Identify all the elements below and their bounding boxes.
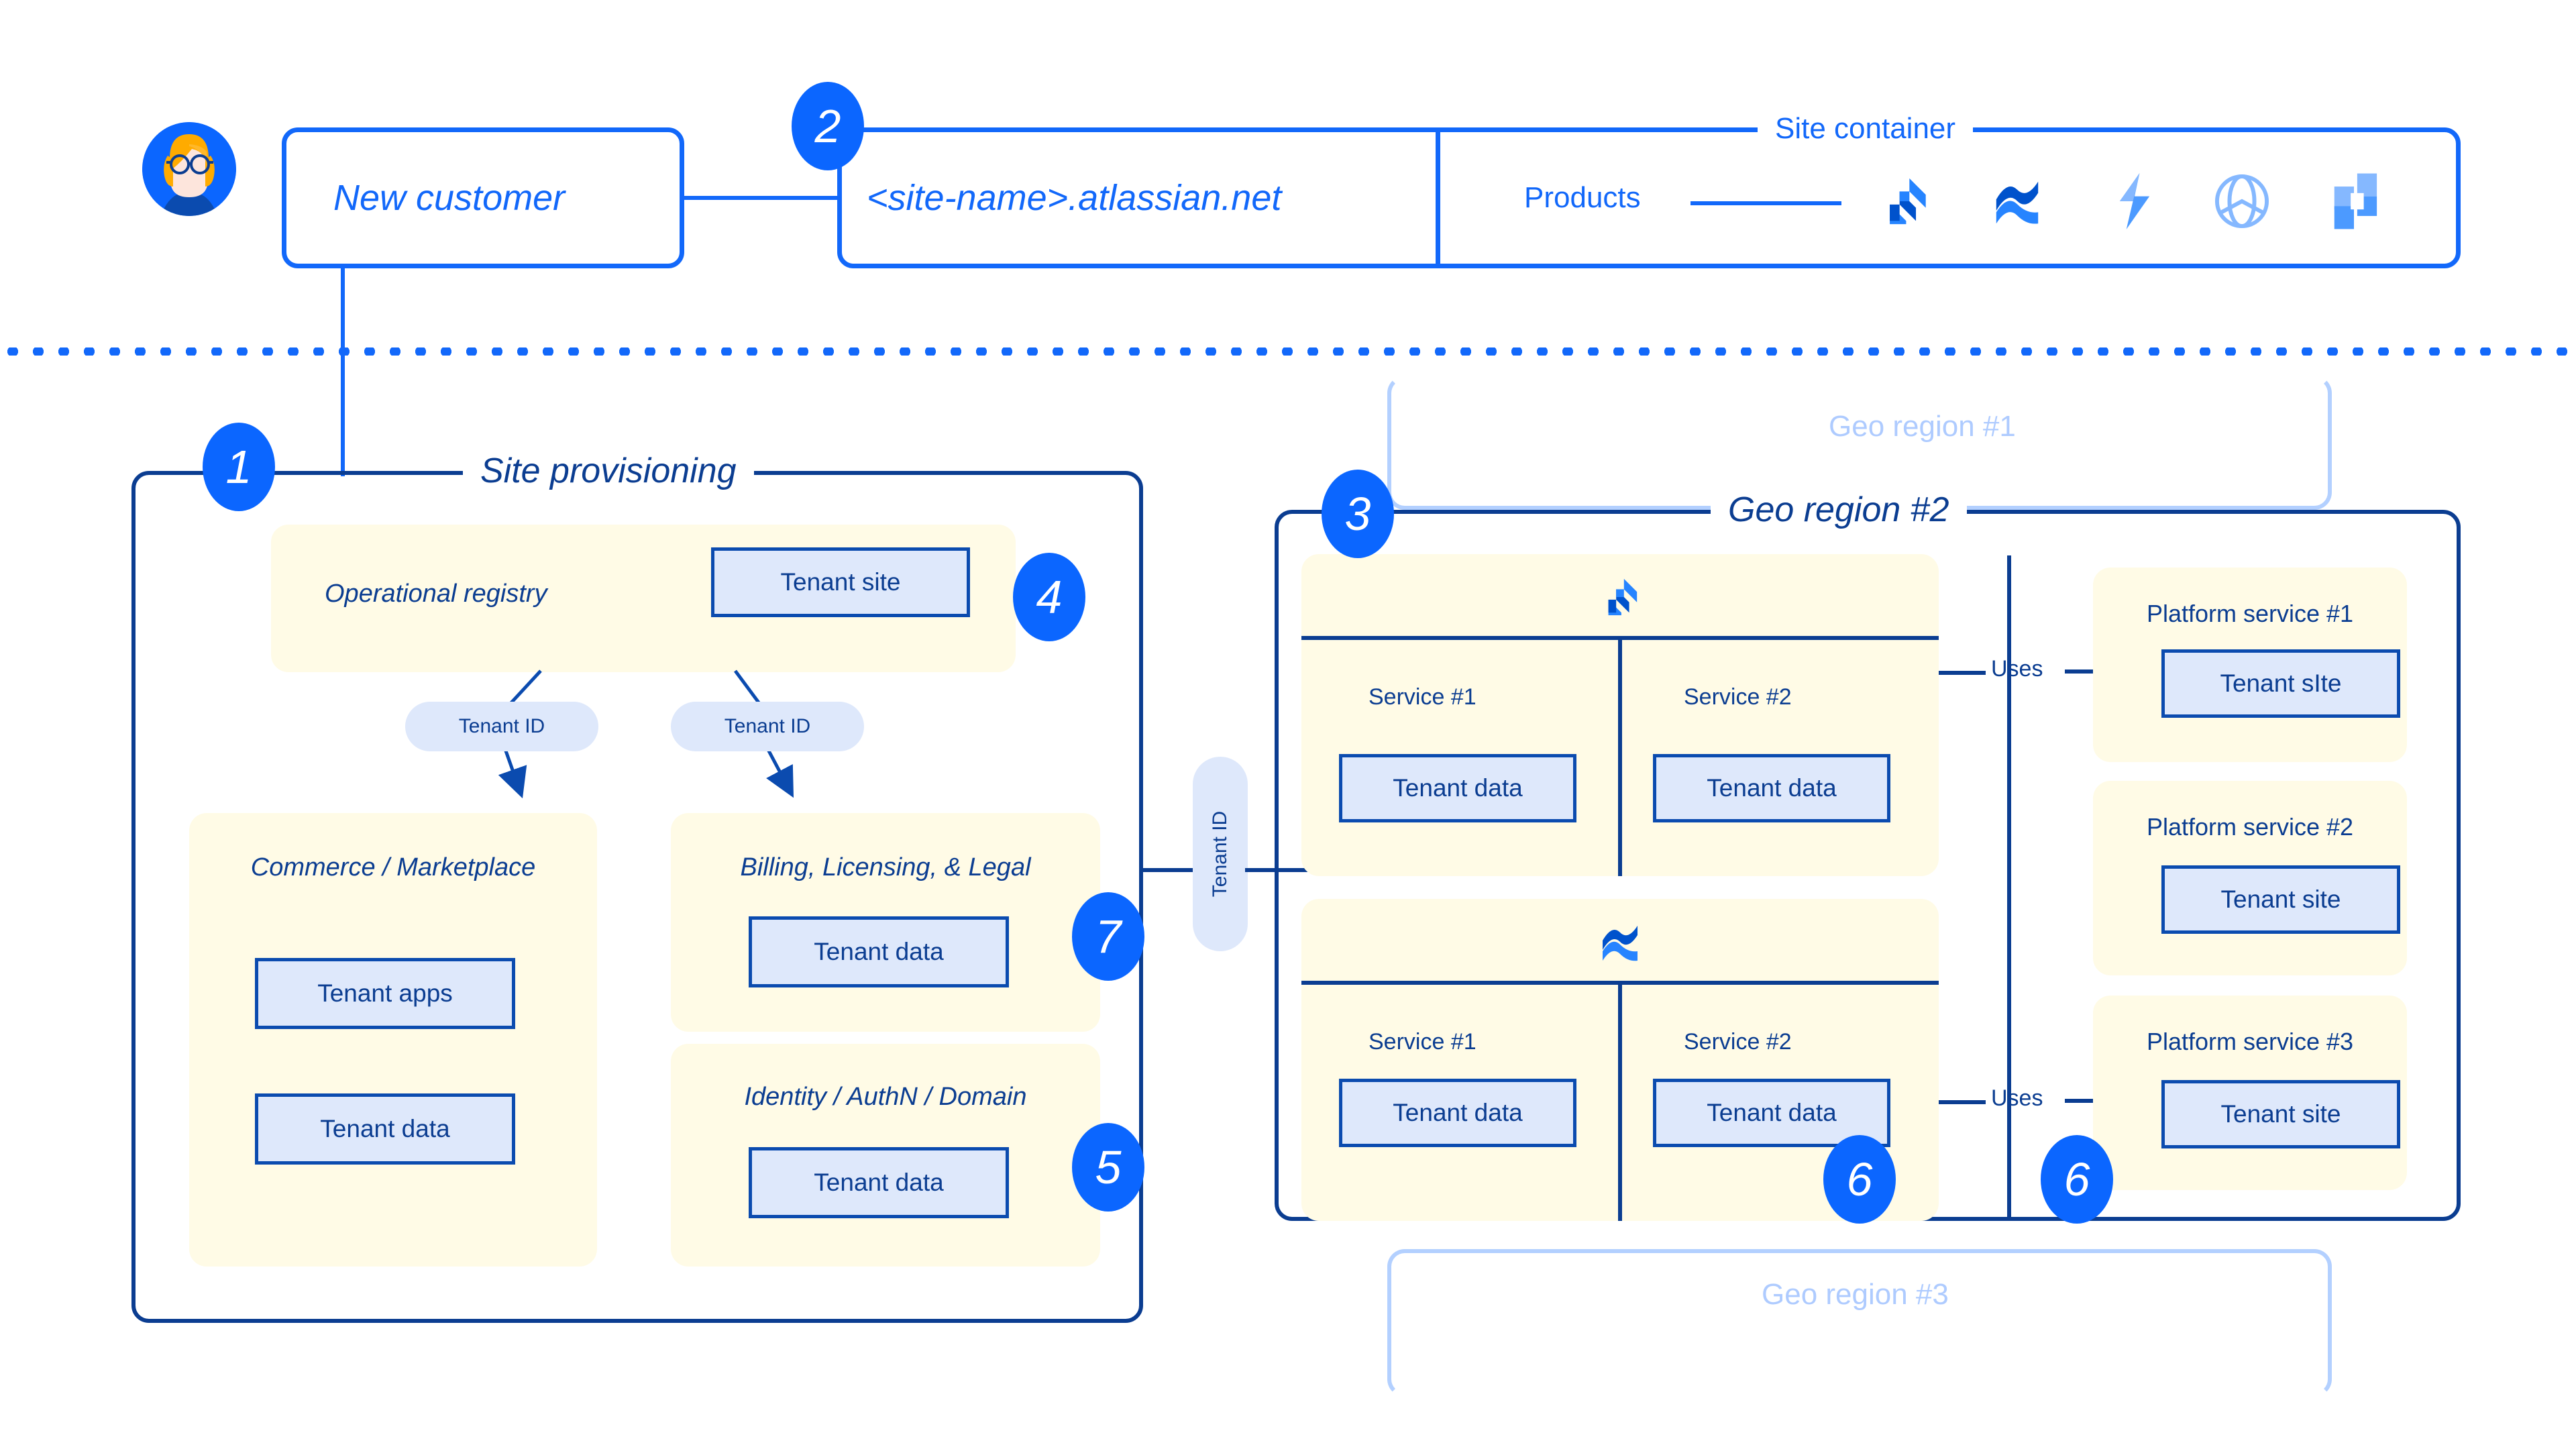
badge-5[interactable]: 5 xyxy=(1072,1123,1144,1212)
identity-title: Identity / AuthN / Domain xyxy=(744,1083,1027,1111)
site-container-inner-divider xyxy=(1436,127,1440,268)
badge-3[interactable]: 3 xyxy=(1322,470,1394,558)
product-block-confluence-icon xyxy=(1598,923,1642,963)
products-connector-line xyxy=(1690,201,1841,205)
site-container-box xyxy=(837,127,2461,268)
jira-block-vr xyxy=(1618,636,1622,876)
tenant-id-bus-pill: Tenant ID xyxy=(1193,757,1248,951)
jira-service-2-tenant-data[interactable]: Tenant data xyxy=(1653,754,1890,822)
bus-line-right xyxy=(1245,868,1346,872)
product-icon-jira xyxy=(1878,174,1931,228)
confluence-block-vr xyxy=(1618,981,1622,1221)
operational-registry-title: Operational registry xyxy=(325,580,547,608)
badge-2[interactable]: 2 xyxy=(792,82,864,170)
geo-region-3-title: Geo region #3 xyxy=(1762,1278,1949,1311)
commerce-title: Commerce / Marketplace xyxy=(250,853,536,881)
tenant-id-pill-left: Tenant ID xyxy=(405,702,598,751)
commerce-marketplace-card: Commerce / Marketplace xyxy=(189,813,597,1267)
platform-service-1-title: Platform service #1 xyxy=(2146,600,2354,627)
uses-top-line-left xyxy=(1939,671,1986,675)
site-container-title: Site container xyxy=(1758,112,1974,146)
site-url-label: <site-name>.atlassian.net xyxy=(867,178,1282,218)
jira-service-1-tenant-data[interactable]: Tenant data xyxy=(1339,754,1576,822)
confluence-service-1-label: Service #1 xyxy=(1368,1029,1477,1055)
confluence-service-1-tenant-data[interactable]: Tenant data xyxy=(1339,1079,1576,1147)
platform-rail-vertical xyxy=(2007,555,2011,1220)
uses-bottom-line-left xyxy=(1939,1100,1986,1104)
tenant-id-bus-label: Tenant ID xyxy=(1209,810,1232,898)
confluence-service-2-label: Service #2 xyxy=(1684,1029,1792,1055)
section-divider-dotted xyxy=(0,347,2576,356)
badge-7[interactable]: 7 xyxy=(1072,892,1144,981)
new-customer-box[interactable]: New customer xyxy=(282,127,684,268)
platform-service-1-tenant-site[interactable]: Tenant sIte xyxy=(2161,649,2400,718)
new-customer-label: New customer xyxy=(333,178,566,218)
site-provisioning-title: Site provisioning xyxy=(463,451,754,491)
billing-tenant-data-box[interactable]: Tenant data xyxy=(749,916,1009,987)
commerce-tenant-data-box[interactable]: Tenant data xyxy=(255,1093,515,1165)
product-icon-opsgenie xyxy=(2214,173,2270,229)
badge-1[interactable]: 1 xyxy=(203,423,275,511)
tenant-id-right-label: Tenant ID xyxy=(724,715,811,737)
product-icon-bitbucket xyxy=(2113,173,2156,229)
badge-4[interactable]: 4 xyxy=(1013,553,1085,641)
geo-region-2-title: Geo region #2 xyxy=(1711,490,1967,530)
billing-title: Billing, Licensing, & Legal xyxy=(740,853,1031,881)
tenant-id-pill-right: Tenant ID xyxy=(671,702,864,751)
commerce-tenant-apps-box[interactable]: Tenant apps xyxy=(255,958,515,1029)
connector-customer-to-provisioning xyxy=(341,268,345,476)
product-icon-trello xyxy=(2328,173,2380,229)
tenant-id-left-label: Tenant ID xyxy=(458,715,545,737)
registry-tenant-site-box[interactable]: Tenant site xyxy=(711,547,970,617)
geo-region-1-title: Geo region #1 xyxy=(1829,410,2016,443)
jira-service-2-label: Service #2 xyxy=(1684,684,1792,710)
jira-service-1-label: Service #1 xyxy=(1368,684,1477,710)
uses-bottom-label: Uses xyxy=(1991,1085,2043,1111)
identity-tenant-data-box[interactable]: Tenant data xyxy=(749,1147,1009,1218)
products-label: Products xyxy=(1524,181,1641,214)
geo-region-3-ghost-group xyxy=(1387,1249,2332,1397)
customer-avatar xyxy=(142,122,236,216)
badge-6-left[interactable]: 6 xyxy=(1823,1135,1896,1224)
platform-service-2-tenant-site[interactable]: Tenant site xyxy=(2161,865,2400,934)
platform-service-2-title: Platform service #2 xyxy=(2146,813,2354,841)
connector-customer-to-url xyxy=(680,196,841,200)
product-icon-confluence xyxy=(1991,178,2043,227)
platform-service-3-title: Platform service #3 xyxy=(2146,1028,2354,1055)
badge-6-right[interactable]: 6 xyxy=(2041,1135,2113,1224)
platform-service-3-tenant-site[interactable]: Tenant site xyxy=(2161,1080,2400,1148)
uses-top-label: Uses xyxy=(1991,656,2043,682)
product-block-jira-icon xyxy=(1599,576,1641,619)
